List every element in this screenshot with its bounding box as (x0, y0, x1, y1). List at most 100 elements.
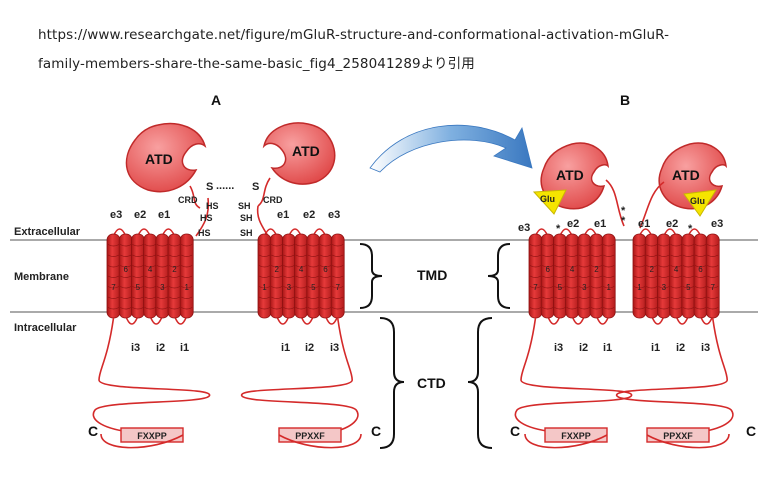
b-right-helix-7-turn-4 (707, 275, 719, 278)
b-left-helix-4-turn-6 (566, 296, 578, 299)
a-left-helix-3 (155, 233, 170, 319)
b-right-helix-4-turn-3 (670, 265, 682, 268)
b-right-helix-7-turn-3 (707, 265, 719, 268)
b-right-motif-label: PPXXF (663, 431, 693, 441)
b-left-helix-5-turn-2 (554, 254, 566, 257)
b-left-helix-4 (565, 233, 579, 319)
cys-sh-3: SH (240, 228, 253, 238)
a-left-helix-3-turn-3 (156, 265, 168, 268)
atd-label-b-right: ATD (672, 167, 700, 183)
a-right-helix-2-turn-2 (271, 254, 283, 257)
asterisk-4: * (688, 223, 693, 235)
a-right-helix-number-5: 5 (311, 283, 316, 292)
a-left-helix-6-turn-7 (120, 307, 132, 310)
a-right-helix-4-turn-7 (295, 307, 307, 310)
b-left-helix-number-4: 4 (570, 265, 575, 274)
a-left-helix-5-turn-4 (132, 275, 144, 278)
loop-i3-b-left: i3 (554, 342, 563, 354)
a-right-helix-6-turn-3 (319, 265, 332, 268)
b-left-helix-6-turn-7 (542, 307, 554, 310)
b-right-c-tail (616, 317, 734, 433)
b-right-c-tail-end (646, 433, 730, 449)
b-right-helix-1-turn-6 (633, 296, 646, 299)
panel-b-right-subunit: ATD Glu (639, 142, 728, 229)
b-left-helix-6-turn-3 (542, 265, 554, 268)
b-left-helix-7-turn-4 (529, 275, 542, 278)
a-left-helix-6-turn-4 (120, 275, 132, 278)
b-left-helix-number-7: 7 (533, 283, 538, 292)
b-right-helix-3-turn-4 (658, 275, 670, 278)
ctd-label: CTD (417, 375, 446, 391)
a-left-helix-5-turn-2 (132, 254, 144, 257)
b-right-helix-6-turn-2 (694, 254, 707, 257)
a-left-helix-number-5: 5 (136, 283, 141, 292)
b-right-helix-2-turn-7 (646, 307, 658, 310)
extracellular-label: Extracellular (14, 226, 81, 238)
b-right-helix-5-turn-6 (682, 296, 694, 299)
loop-e1-b-left: e1 (594, 218, 606, 230)
a-left-helix-3-turn-2 (156, 254, 168, 257)
b-left-helix-3-turn-2 (578, 254, 590, 257)
a-right-helix-4 (294, 233, 309, 319)
b-left-helix-6-turn-5 (542, 286, 554, 289)
b-right-helix-7-turn-7 (707, 307, 719, 310)
a-right-helix-7 (330, 233, 345, 319)
ctd-brace-a (379, 317, 405, 449)
a-right-helix-7-turn-3 (332, 265, 344, 268)
a-right-helix-7-turn-1 (332, 244, 344, 247)
b-left-helix-3-turn-5 (578, 286, 590, 289)
disulfide-s-right: S (252, 181, 259, 193)
b-right-helix-5 (681, 233, 696, 319)
b-right-helix-number-1: 1 (637, 283, 642, 292)
loop-e1-a-right: e1 (277, 209, 289, 221)
loop-e1-a-left: e1 (158, 209, 170, 221)
c-terminus-a-left: C (88, 423, 98, 439)
a-right-helix-5-turn-5 (307, 286, 319, 289)
a-left-helix-7-turn-2 (107, 254, 120, 257)
b-left-helix-3 (577, 233, 592, 319)
a-left-helix-4 (143, 233, 158, 319)
b-left-helix-2-turn-7 (590, 307, 603, 310)
b-left-helix-number-5: 5 (558, 283, 563, 292)
a-left-helix-7-turn-3 (107, 265, 120, 268)
b-left-helix-7-turn-6 (529, 296, 542, 299)
a-left-helix-6-turn-1 (120, 244, 132, 247)
c-terminus-a-right: C (371, 423, 381, 439)
a-left-helix-number-3: 3 (160, 283, 165, 292)
a-left-helix-2-turn-7 (168, 307, 181, 310)
cys-hs-3: HS (198, 228, 211, 238)
a-left-helix-1-turn-2 (181, 254, 193, 257)
a-right-helix-5-turn-6 (307, 296, 319, 299)
b-left-helix-3-turn-1 (578, 244, 590, 247)
b-right-helix-1 (632, 233, 647, 319)
a-right-helix-1-turn-5 (258, 286, 271, 289)
b-right-helix-1-turn-2 (633, 254, 646, 257)
a-right-helix-number-1: 1 (262, 283, 267, 292)
loop-i3-a-right: i3 (330, 342, 339, 354)
b-right-helix-3-turn-1 (658, 244, 670, 247)
a-right-helix-1-turn-3 (258, 265, 271, 268)
a-left-helix-4-turn-7 (144, 307, 156, 310)
b-right-helix-number-6: 6 (698, 265, 703, 274)
panel-b-left-subunit: ATD Glu (532, 142, 625, 227)
b-left-helix-2-turn-1 (590, 244, 603, 247)
loop-i1-b-left: i1 (603, 342, 612, 354)
a-left-helix-number-2: 2 (172, 265, 177, 274)
a-right-helix-2-turn-1 (271, 244, 283, 247)
crd-linker-a-left (189, 185, 201, 209)
a-left-helix-number-4: 4 (148, 265, 153, 274)
crd-label-a-right: CRD (263, 195, 283, 205)
b-left-helix-3-turn-3 (578, 265, 590, 268)
tmd-brace-a (359, 243, 383, 309)
panel-a-left-subunit: ATD (125, 122, 210, 237)
a-right-helix-7-turn-5 (332, 286, 344, 289)
loop-e2-b-left: e2 (567, 218, 579, 230)
b-right-helix-number-5: 5 (686, 283, 691, 292)
a-right-helix-2-turn-3 (271, 265, 283, 268)
a-left-helix-4-turn-2 (144, 254, 156, 257)
b-right-helix-5-turn-5 (682, 286, 694, 289)
b-right-helix-number-2: 2 (649, 265, 654, 274)
a-left-helix-7 (106, 233, 121, 319)
a-left-helix-6-turn-3 (120, 265, 132, 268)
loop-e3-b-left: e3 (518, 222, 530, 234)
